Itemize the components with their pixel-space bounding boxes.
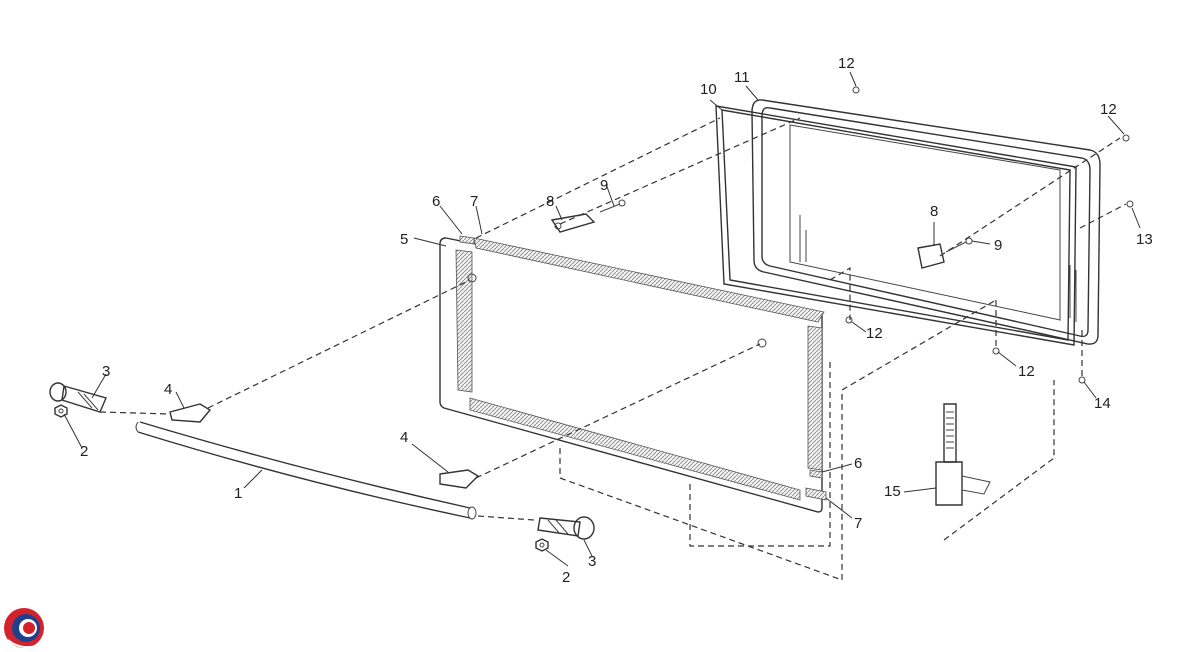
handle-end-cap-right	[537, 516, 595, 540]
nut-left	[54, 404, 68, 418]
callout-12-right: 12	[1100, 101, 1117, 118]
callout-11: 11	[734, 69, 750, 86]
screw-12-lower	[992, 347, 1000, 355]
handle-bracket-lower	[439, 469, 480, 489]
callout-3-left: 3	[102, 363, 110, 380]
handle-bracket-upper	[169, 403, 212, 423]
callout-3-right: 3	[588, 553, 596, 570]
callout-7-upper: 7	[470, 193, 478, 210]
callout-8-lower: 8	[930, 203, 938, 220]
side-trim-strips	[459, 235, 827, 501]
callout-6-lower: 6	[854, 455, 862, 472]
callout-4-lower: 4	[400, 429, 408, 446]
callout-10: 10	[700, 81, 717, 98]
door-seal-frame	[715, 105, 1077, 346]
callout-12-mid: 12	[866, 325, 883, 342]
hinge-clip-upper	[550, 199, 626, 233]
callout-5: 5	[400, 231, 408, 248]
nut-right	[535, 538, 549, 552]
callout-9-lower: 9	[994, 237, 1002, 254]
outer-door-frame	[751, 99, 1101, 345]
callout-2-right: 2	[562, 569, 570, 586]
door-hinge	[935, 403, 991, 506]
handle-bar	[135, 421, 477, 520]
callout-15: 15	[884, 483, 901, 500]
callout-4-upper: 4	[164, 381, 172, 398]
callout-6-upper: 6	[432, 193, 440, 210]
callout-8-upper: 8	[546, 193, 554, 210]
callout-1: 1	[234, 485, 242, 502]
screw-12-right	[1122, 134, 1130, 142]
screw-12-mid	[845, 316, 853, 324]
callout-2-left: 2	[80, 443, 88, 460]
screw-13	[1126, 200, 1134, 208]
leader-lines	[63, 71, 1141, 567]
brand-swirl-icon	[4, 608, 44, 649]
callout-labels: 1 2 2 3 3 4 4 5 6 6 7 7 8 8 9 9 10 11 12…	[80, 55, 1153, 586]
callout-13: 13	[1136, 231, 1153, 248]
inner-glass-panel	[439, 237, 825, 513]
callout-7-lower: 7	[854, 515, 862, 532]
handle-end-cap-left	[49, 382, 107, 413]
screw-14	[1078, 376, 1086, 384]
callout-9-upper: 9	[600, 177, 608, 194]
assembly-guide-lines	[99, 117, 1127, 581]
callout-14: 14	[1094, 395, 1111, 412]
screw-12-top	[852, 86, 860, 94]
callout-12-lower: 12	[1018, 363, 1035, 380]
callout-12-top: 12	[838, 55, 855, 72]
